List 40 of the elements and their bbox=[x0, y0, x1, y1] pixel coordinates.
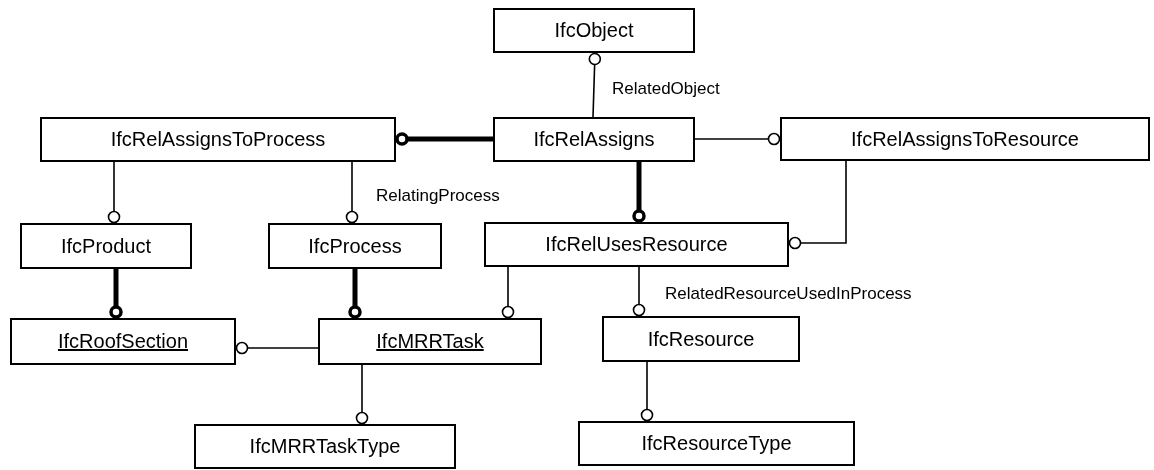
entity-name: IfcMRRTaskType bbox=[249, 435, 401, 458]
relationship-line bbox=[640, 361, 654, 422]
relationship-line bbox=[345, 161, 359, 224]
subtype-line bbox=[348, 269, 362, 319]
subtype-line bbox=[632, 162, 646, 223]
entity-box bbox=[602, 316, 800, 362]
entity-name: IfcProcess bbox=[308, 234, 402, 258]
entity-name: IfcRelAssignsToProcess bbox=[110, 128, 326, 151]
entity-box bbox=[578, 421, 855, 466]
entity-box bbox=[780, 117, 1150, 161]
entity-box bbox=[484, 222, 789, 267]
subtype-line bbox=[109, 269, 123, 319]
entity-name: IfcRoofSection bbox=[57, 330, 189, 353]
subtype-line bbox=[395, 132, 493, 146]
relationship-line bbox=[588, 52, 602, 118]
attribute-label: RelatedObject bbox=[612, 79, 720, 99]
entity-name: IfcRelUsesResource bbox=[545, 233, 728, 256]
entity-box bbox=[268, 223, 442, 269]
entity-name: IfcRelAssignsToResource bbox=[851, 127, 1079, 151]
entity-box bbox=[20, 223, 192, 269]
entity-box bbox=[493, 8, 695, 53]
relationship-line bbox=[501, 266, 515, 319]
entity-box bbox=[10, 318, 236, 365]
relationship-line bbox=[788, 160, 847, 250]
relationship-line bbox=[107, 161, 121, 224]
entity-box bbox=[493, 117, 695, 162]
relationship-line bbox=[632, 266, 646, 317]
relationship-line bbox=[694, 132, 781, 146]
entity-box bbox=[318, 318, 542, 365]
entity-box bbox=[194, 424, 456, 469]
entity-name: IfcResource bbox=[647, 327, 755, 351]
attribute-label: RelatingProcess bbox=[376, 186, 500, 206]
relationship-line bbox=[235, 341, 319, 355]
entity-name: IfcObject bbox=[554, 19, 634, 42]
relationship-line bbox=[355, 364, 369, 425]
entity-name: IfcMRRTask bbox=[376, 330, 484, 353]
entity-name: IfcRelAssigns bbox=[533, 128, 655, 151]
entity-box bbox=[40, 117, 396, 162]
entity-name: IfcProduct bbox=[60, 234, 151, 258]
entity-name: IfcResourceType bbox=[641, 432, 792, 455]
